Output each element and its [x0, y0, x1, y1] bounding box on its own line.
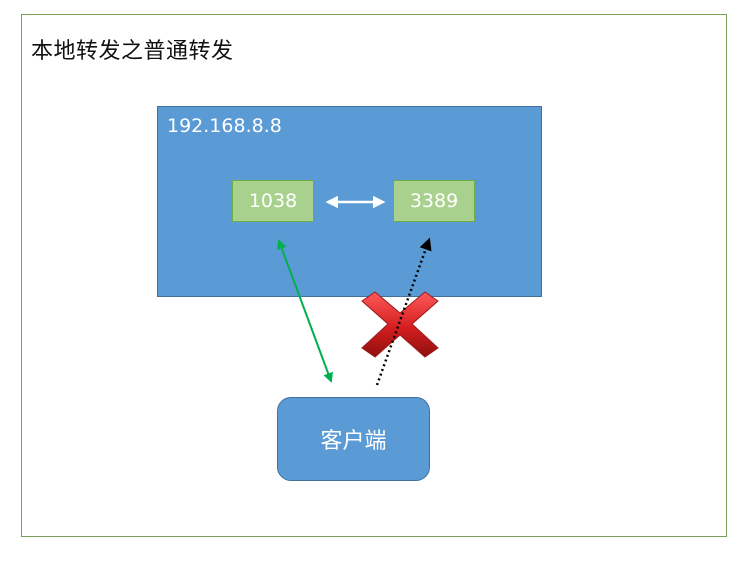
client-box: 客户端 [277, 397, 430, 481]
host-ip-label: 192.168.8.8 [167, 115, 282, 137]
port-3389-box: 3389 [393, 180, 475, 222]
port-1038-box: 1038 [232, 180, 314, 222]
diagram-title: 本地转发之普通转发 [31, 39, 234, 64]
client-label: 客户端 [320, 429, 387, 454]
